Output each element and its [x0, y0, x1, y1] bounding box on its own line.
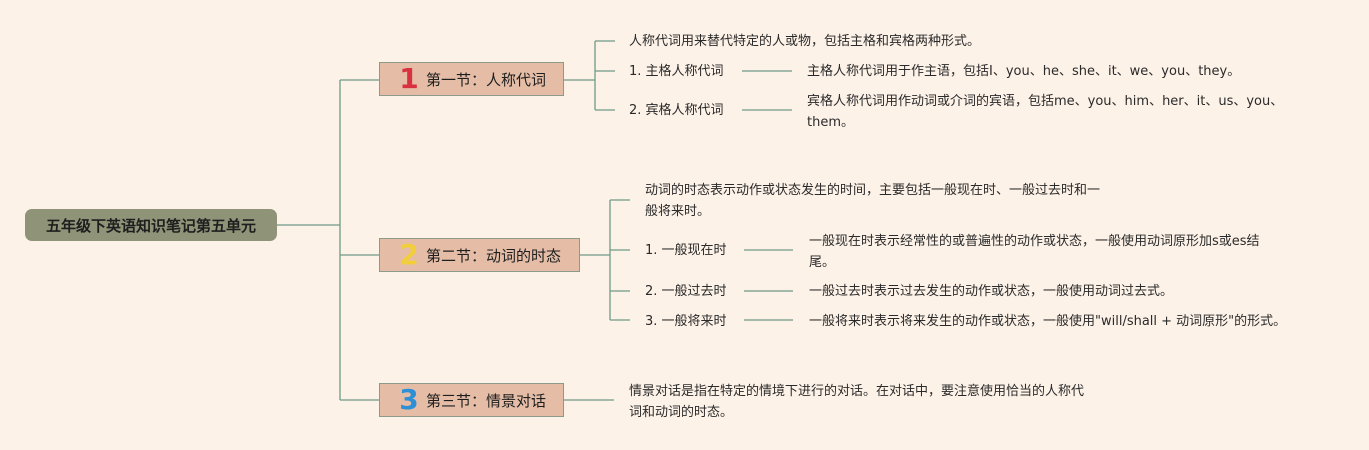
section2-topic[interactable]: 2 第二节：动词的时态 [379, 238, 580, 272]
section1-item2-detail-line2: them。 [807, 115, 854, 130]
number-three-icon: 3 [399, 383, 419, 416]
section1-item2-detail-line1: 宾格人称代词用作动词或介词的宾语，包括me、you、him、her、it、us、… [807, 94, 1284, 109]
root-title: 五年级下英语知识笔记第五单元 [45, 216, 256, 235]
root-topic[interactable]: 五年级下英语知识笔记第五单元 [25, 209, 277, 241]
section3-detail-line1: 情景对话是指在特定的情境下进行的对话。在对话中，要注意使用恰当的人称代 [629, 384, 1085, 399]
section2-intro-line2: 般将来时。 [645, 204, 711, 219]
section3-title: 第三节：情景对话 [426, 391, 547, 410]
section1-intro: 人称代词用来替代特定的人或物，包括主格和宾格两种形式。 [629, 34, 981, 49]
section2-title: 第二节：动词的时态 [426, 246, 562, 265]
section3-detail-line2: 词和动词的时态。 [629, 405, 734, 420]
number-two-icon: 2 [399, 238, 419, 271]
section1-title: 第一节：人称代词 [426, 70, 547, 89]
section2-item3-detail: 一般将来时表示将来发生的动作或状态，一般使用"will/shall + 动词原形… [809, 314, 1287, 329]
section3-topic[interactable]: 3 第三节：情景对话 [379, 383, 564, 417]
section2-item3-label: 3. 一般将来时 [645, 314, 727, 329]
section2-intro-line1: 动词的时态表示动作或状态发生的时间，主要包括一般现在时、一般过去时和一 [645, 183, 1101, 198]
section2-item1-detail-line1: 一般现在时表示经常性的或普遍性的动作或状态，一般使用动词原形加s或es结 [809, 234, 1260, 249]
section1-item1-label: 1. 主格人称代词 [629, 64, 724, 79]
section2-item1-detail-line2: 尾。 [809, 255, 836, 270]
number-one-icon: 1 [399, 62, 419, 95]
section1-item1-detail: 主格人称代词用于作主语，包括I、you、he、she、it、we、you、the… [807, 64, 1241, 79]
section1-topic[interactable]: 1 第一节：人称代词 [379, 62, 564, 96]
section2-item1-label: 1. 一般现在时 [645, 243, 727, 258]
section2-item2-detail: 一般过去时表示过去发生的动作或状态，一般使用动词过去式。 [809, 284, 1174, 299]
section2-item2-label: 2. 一般过去时 [645, 284, 727, 299]
section1-item2-label: 2. 宾格人称代词 [629, 103, 724, 118]
